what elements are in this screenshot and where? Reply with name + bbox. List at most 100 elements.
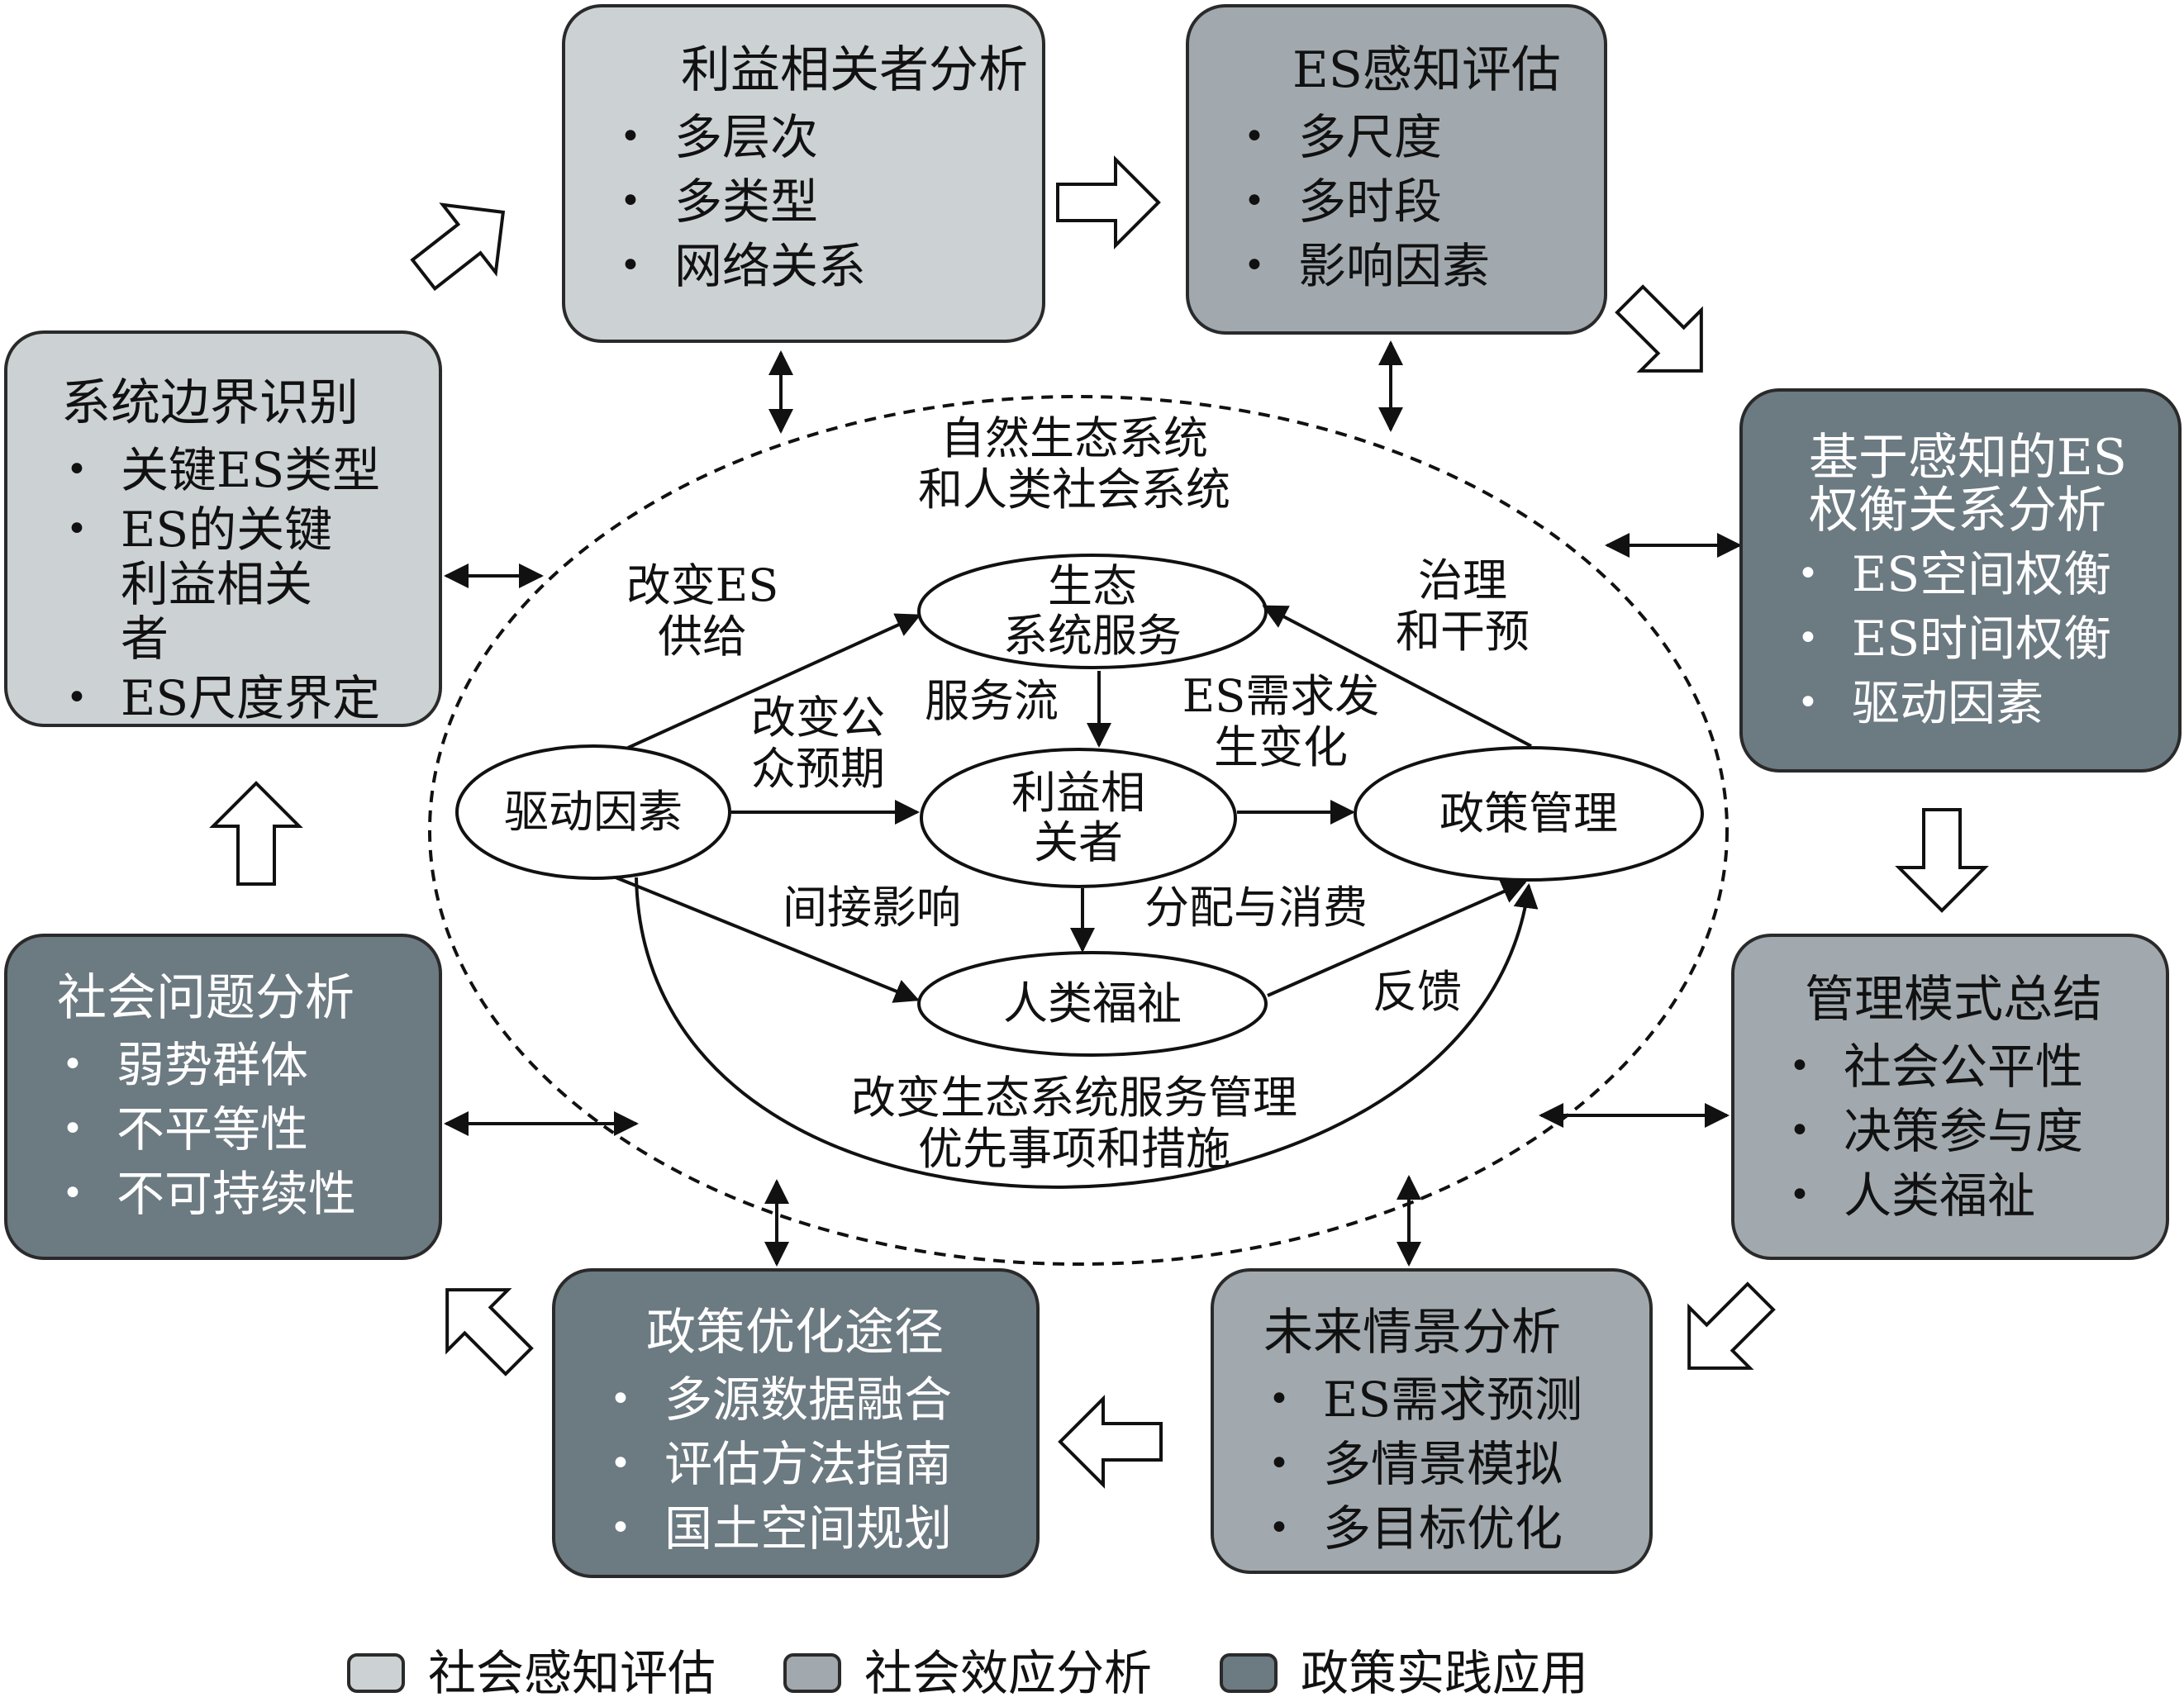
block-arrow-tradeoff-to-management (1895, 808, 1989, 913)
bullet-list: 多层次 多类型 网络关系 (615, 105, 1017, 298)
box-tradeoff-analysis: 基于感知的ES 权衡关系分析 ES空间权衡 ES时间权衡 驱动因素 (1739, 388, 2182, 773)
node-label-line: 人类福祉 (1003, 977, 1182, 1029)
legend-label: 社会感知评估 (428, 1645, 716, 1701)
node-human-wellbeing: 人类福祉 (1003, 979, 1182, 1029)
edge-label-line: 间接影响 (783, 882, 961, 934)
edge-label-change-priorities: 改变生态系统服务管理 优先事项和措施 (810, 1072, 1339, 1175)
legend-item-perception: 社会感知评估 (347, 1647, 716, 1700)
block-arrow-perception-to-tradeoff (1615, 284, 1703, 373)
legend: 社会感知评估 社会效应分析 政策实践应用 (347, 1644, 1656, 1702)
bullet-list: 关键ES类型 ES的关键利益相关者 ES尺度界定 (61, 438, 414, 730)
box-stakeholder-analysis: 利益相关者分析 多层次 多类型 网络关系 (562, 4, 1045, 343)
box-title: 权衡关系分析 (1809, 482, 2106, 540)
list-item: 影响因素 (1239, 234, 1579, 298)
box-policy-optimization: 政策优化途径 多源数据融合 评估方法指南 国土空间规划 (552, 1268, 1040, 1578)
block-arrow-boundary-to-stakeholder (410, 202, 506, 292)
edge-label-change-supply: 改变ES 供给 (607, 560, 797, 663)
list-item: 多源数据融合 (605, 1367, 1011, 1432)
bullet-list: 多源数据融合 评估方法指南 国土空间规划 (605, 1367, 1011, 1561)
edge-label-feedback: 反馈 (1351, 967, 1483, 1018)
block-arrow-policy-to-social (445, 1288, 534, 1376)
edge-label-line: 改变ES (626, 559, 779, 611)
edge-label-line: 分配与消费 (1144, 882, 1368, 934)
list-item: 评估方法指南 (605, 1432, 1011, 1496)
bullet-list: 弱势群体 不平等性 不可持续性 (57, 1033, 414, 1226)
node-stakeholders: 利益相 关者 (1011, 768, 1145, 868)
box-social-problems: 社会问题分析 弱势群体 不平等性 不可持续性 (4, 934, 442, 1260)
legend-label: 政策实践应用 (1301, 1645, 1589, 1701)
node-drivers: 驱动因素 (504, 787, 683, 837)
bullet-list: 社会公平性 决策参与度 人类福祉 (1784, 1034, 2141, 1228)
box-title: 系统边界识别 (61, 374, 359, 432)
list-item: 网络关系 (615, 234, 1017, 298)
box-title: 未来情景分析 (1263, 1304, 1561, 1362)
list-item: ES的关键利益相关者 (61, 502, 344, 666)
node-label-line: 系统服务 (1003, 610, 1182, 662)
edge-label-line: 生变化 (1214, 721, 1348, 773)
node-label-line: 关者 (1034, 816, 1123, 868)
edge-label-service-flow: 服务流 (909, 676, 1074, 727)
box-title: 管理模式总结 (1805, 971, 2102, 1029)
list-item: 多目标优化 (1263, 1496, 1625, 1561)
box-title: 利益相关者分析 (681, 41, 1028, 99)
list-item: 多层次 (615, 105, 1017, 169)
edge-label-line: 众预期 (751, 743, 885, 795)
arrow-wellbeing-to-policy (1267, 880, 1527, 997)
list-item: 不平等性 (57, 1097, 414, 1162)
bullet-list: ES需求预测 多情景模拟 多目标优化 (1263, 1367, 1625, 1561)
edge-label-line: 优先事项和措施 (918, 1123, 1230, 1175)
arrow-drivers-to-es (627, 613, 921, 749)
arrow-drivers-to-wellbeing (615, 876, 920, 1003)
block-arrow-social-to-boundary (209, 781, 303, 886)
list-item: ES空间权衡 (1792, 542, 2153, 606)
edge-label-line: ES需求发 (1182, 670, 1380, 722)
legend-swatch-light (347, 1653, 405, 1693)
box-title: 社会问题分析 (57, 969, 354, 1027)
center-title-line: 自然生态系统 (940, 412, 1208, 464)
arrow-drivers-to-policy-curve (635, 877, 1539, 1189)
list-item: 弱势群体 (57, 1033, 414, 1097)
list-item: 国土空间规划 (605, 1496, 1011, 1561)
block-arrow-management-to-future (1687, 1281, 1776, 1370)
box-es-perception: ES感知评估 多尺度 多时段 影响因素 (1186, 4, 1607, 335)
edge-label-line: 服务流 (925, 675, 1059, 727)
block-arrow-future-to-policy (1058, 1395, 1163, 1489)
list-item: 社会公平性 (1784, 1034, 2141, 1099)
node-policy-management: 政策管理 (1439, 789, 1618, 839)
node-policy-management-shape (1354, 746, 1704, 882)
legend-item-effect: 社会效应分析 (783, 1647, 1152, 1700)
node-label-line: 驱动因素 (504, 786, 683, 838)
list-item: 多情景模拟 (1263, 1432, 1625, 1496)
node-drivers-shape (455, 744, 731, 880)
legend-label: 社会效应分析 (864, 1645, 1153, 1701)
legend-item-practice: 政策实践应用 (1220, 1647, 1588, 1700)
bullet-list: ES空间权衡 ES时间权衡 驱动因素 (1792, 542, 2153, 735)
list-item: 驱动因素 (1792, 671, 2153, 735)
list-item: 多时段 (1239, 169, 1579, 234)
list-item: 决策参与度 (1784, 1099, 2141, 1163)
edge-label-line: 改变生态系统服务管理 (851, 1072, 1297, 1124)
legend-swatch-mid (783, 1653, 842, 1693)
box-title: 政策优化途径 (646, 1304, 944, 1362)
edge-label-line: 改变公 (751, 692, 885, 744)
box-title: 基于感知的ES (1809, 429, 2127, 487)
edge-label-line: 反馈 (1373, 966, 1462, 1018)
edge-label-governance: 治理 和干预 (1372, 555, 1554, 658)
node-label-line: 生态 (1048, 560, 1137, 612)
list-item: 关键ES类型 (61, 438, 414, 502)
center-title-line: 和人类社会系统 (918, 464, 1230, 516)
list-item: 人类福祉 (1784, 1163, 2141, 1228)
edge-label-distribution: 分配与消费 (1124, 882, 1388, 934)
edge-label-line: 和干预 (1396, 606, 1530, 658)
list-item: 多类型 (615, 169, 1017, 234)
legend-swatch-dark (1220, 1653, 1278, 1693)
node-ecosystem-services: 生态 系统服务 (1003, 562, 1182, 661)
box-future-scenarios: 未来情景分析 ES需求预测 多情景模拟 多目标优化 (1211, 1268, 1653, 1574)
box-system-boundary: 系统边界识别 关键ES类型 ES的关键利益相关者 ES尺度界定 (4, 330, 442, 730)
edge-label-line: 供给 (658, 611, 747, 663)
block-arrow-stakeholder-to-perception (1056, 155, 1161, 250)
center-title: 自然生态系统 和人类社会系统 (876, 413, 1273, 516)
list-item: 不可持续性 (57, 1162, 414, 1226)
